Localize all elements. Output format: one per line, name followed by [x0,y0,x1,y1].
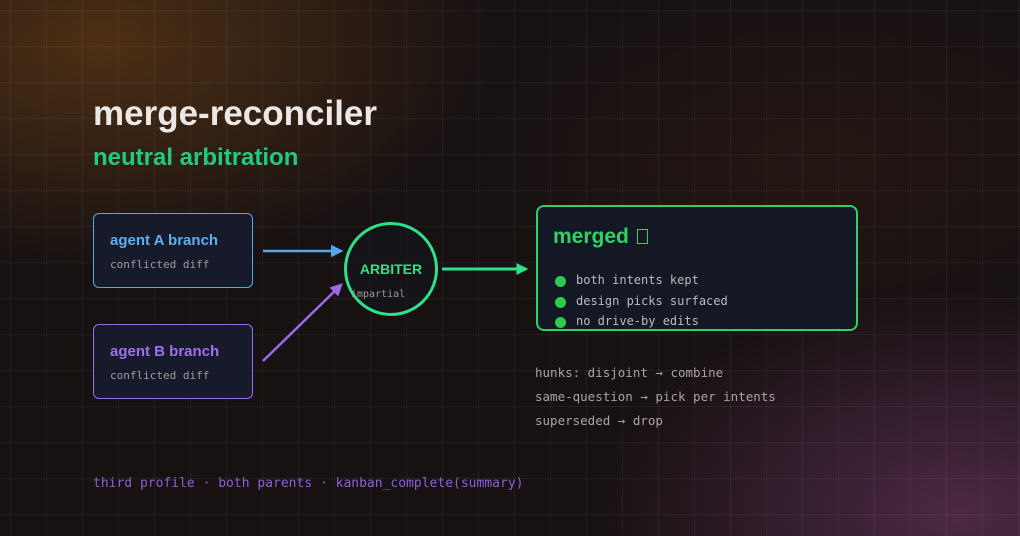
merged-result-box: merged both intents kept design picks su… [536,205,858,331]
document-icon [636,229,648,244]
merged-heading: merged [553,225,648,249]
footer-caption: third profile · both parents · kanban_co… [93,476,524,491]
agent-b-sublabel: conflicted diff [110,369,210,382]
page-subtitle: neutral arbitration [93,144,299,171]
merged-list-item: design picks surfaced [555,291,728,312]
merged-item-text: both intents kept [576,273,699,288]
arbiter-sublabel: impartial [351,289,406,300]
bullet-dot-icon [555,317,566,329]
merged-item-text: design picks surfaced [576,293,728,308]
merged-list: both intents kept design picks surfaced … [555,270,728,332]
bullet-dot-icon [555,276,566,288]
bullet-dot-icon [555,296,566,308]
rule-line: hunks: disjoint → combine [535,365,724,380]
agent-a-box: agent A branch conflicted diff [93,213,253,288]
rule-line: superseded → drop [535,413,663,428]
agent-a-sublabel: conflicted diff [110,258,210,271]
agent-b-box: agent B branch conflicted diff [93,324,253,399]
arrow-agent-b-to-arbiter [262,283,343,362]
merged-title: merged [553,225,629,248]
arbiter-node: ARBITER impartial [344,222,438,316]
arbiter-label: ARBITER [359,261,423,277]
merge-rules: hunks: disjoint → combine same-question … [535,364,776,436]
merged-item-text: no drive-by edits [576,314,699,329]
page-title: merge-reconciler [93,94,378,133]
merged-list-item: both intents kept [555,270,728,291]
agent-a-label: agent A branch [110,232,219,249]
merged-list-item: no drive-by edits [555,311,728,332]
agent-b-label: agent B branch [110,343,220,360]
rule-line: same-question → pick per intents [535,389,776,404]
